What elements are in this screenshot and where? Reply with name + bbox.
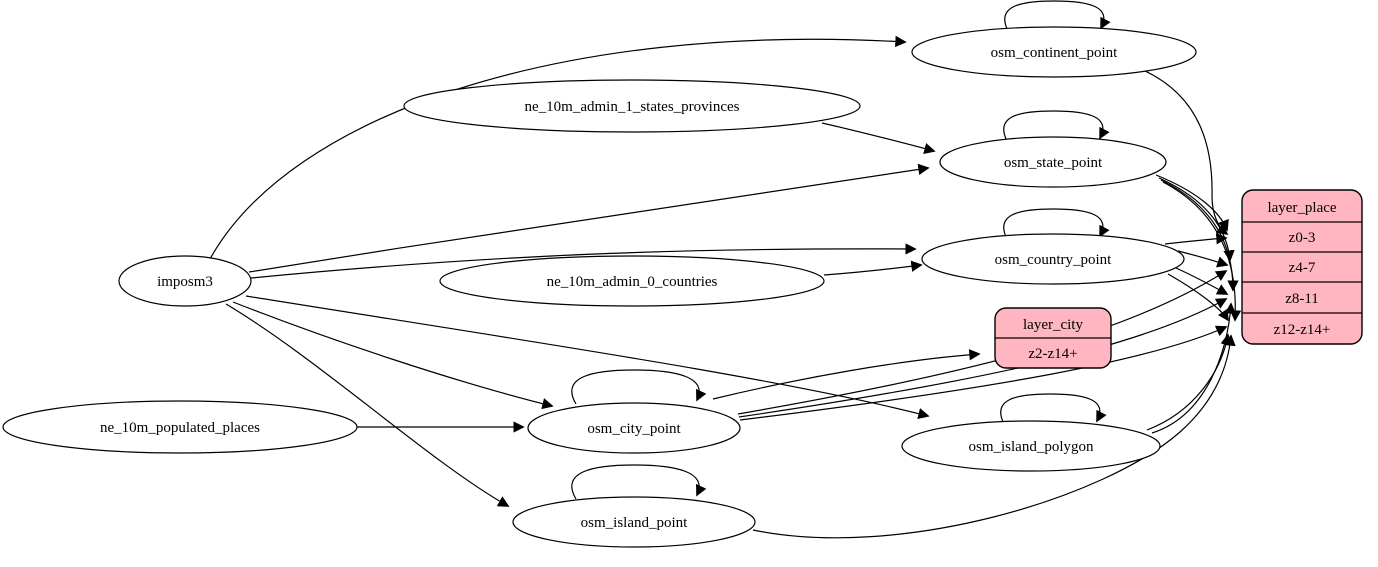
node-ne_10m_admin_0_countries-shape bbox=[439, 255, 825, 307]
edge-imposm3-osm_country_point bbox=[250, 243, 917, 279]
node-ne_10m_populated_places-label: ne_10m_populated_places bbox=[100, 420, 260, 436]
node-osm_state_point-label: osm_state_point bbox=[1004, 155, 1103, 171]
edge-osm_country_point-layer_place-z4-7 bbox=[1177, 250, 1229, 268]
edge-osm_city_point-layer_place-z4-7 bbox=[737, 270, 1228, 415]
node-imposm3: imposm3 bbox=[118, 255, 252, 307]
node-imposm3-label: imposm3 bbox=[157, 274, 213, 290]
node-ne_10m_populated_places: ne_10m_populated_places bbox=[2, 400, 358, 454]
node-layer_city: layer_city z2-z14+ bbox=[994, 307, 1112, 369]
edge-ne_10m_admin_1_states_provinces-osm_state_point bbox=[821, 122, 936, 155]
edge-osm_island_point-layer_place-z12-z14 bbox=[752, 334, 1236, 539]
edge-imposm3-osm_city_point bbox=[232, 301, 554, 410]
layer_city-row-z2-z14: z2-z14+ bbox=[1028, 346, 1077, 362]
node-osm_state_point: osm_state_point bbox=[939, 136, 1167, 188]
node-layer_place-label: layer_place bbox=[1267, 200, 1336, 216]
selfloop-osm_island_point bbox=[571, 464, 707, 500]
node-osm_city_point-shape bbox=[527, 402, 741, 454]
node-osm_country_point: osm_country_point bbox=[921, 233, 1185, 285]
node-ne_10m_admin_1_states_provinces-shape bbox=[403, 79, 861, 133]
selfloop-osm_continent_point bbox=[1004, 0, 1111, 32]
node-osm_continent_point-label: osm_continent_point bbox=[991, 45, 1118, 61]
edge-imposm3-osm_continent_point bbox=[209, 35, 907, 260]
node-ne_10m_admin_0_countries-label: ne_10m_admin_0_countries bbox=[547, 274, 718, 290]
node-ne_10m_admin_1_states_provinces: ne_10m_admin_1_states_provinces bbox=[403, 79, 861, 133]
node-osm_country_point-label: osm_country_point bbox=[995, 252, 1112, 268]
edge-imposm3-osm_island_point bbox=[225, 303, 510, 507]
edge-osm_state_point-layer_place-z4-7 bbox=[1158, 177, 1235, 262]
edge-ne_10m_admin_0_countries-osm_country_point bbox=[823, 260, 923, 276]
edge-osm_island_polygon-layer_place-z12-z14 bbox=[1146, 333, 1232, 431]
edge-osm_island_polygon-layer_place-z8-11 bbox=[1151, 302, 1237, 434]
node-osm_island_point-label: osm_island_point bbox=[581, 515, 689, 531]
node-osm_island_polygon-shape bbox=[901, 420, 1161, 472]
selfloop-osm_state_point bbox=[1003, 110, 1110, 142]
edge-osm_country_point-layer_place-z12-z14 bbox=[1167, 273, 1229, 322]
edge-imposm3-osm_island_polygon bbox=[245, 295, 930, 420]
node-osm_island_point-shape bbox=[512, 496, 756, 548]
node-osm_country_point-shape bbox=[921, 233, 1185, 285]
node-layer_place-box bbox=[1241, 189, 1363, 345]
edge-osm_city_point-layer_place-z12-z14 bbox=[739, 325, 1228, 421]
edge-osm_country_point-layer_place-z8-11 bbox=[1175, 267, 1229, 295]
selfloop-osm_city_point bbox=[571, 369, 707, 405]
layer_place-row-z4-7: z4-7 bbox=[1289, 260, 1316, 276]
edge-osm_city_point-layer_place-z8-11 bbox=[738, 298, 1228, 418]
node-osm_continent_point-shape bbox=[911, 26, 1197, 78]
edge-osm_country_point-layer_place-z0-3 bbox=[1164, 233, 1228, 245]
node-ne_10m_admin_1_states_provinces-label: ne_10m_admin_1_states_provinces bbox=[525, 99, 740, 115]
layer_place-row-z12-z14: z12-z14+ bbox=[1274, 322, 1331, 338]
node-layer_city-label: layer_city bbox=[1023, 317, 1083, 333]
layer_place-row-z8-11: z8-11 bbox=[1285, 291, 1319, 307]
selfloop-osm_country_point bbox=[1003, 208, 1110, 240]
node-osm_state_point-shape bbox=[939, 136, 1167, 188]
node-osm_island_point: osm_island_point bbox=[512, 496, 756, 548]
node-osm_island_polygon-label: osm_island_polygon bbox=[968, 439, 1094, 455]
node-ne_10m_populated_places-shape bbox=[2, 400, 358, 454]
edge-osm_city_point-layer_city-z2-z14 bbox=[712, 349, 981, 400]
node-osm_city_point-label: osm_city_point bbox=[587, 421, 681, 437]
edge-osm_state_point-layer_place-z0-3 bbox=[1155, 174, 1229, 232]
node-osm_continent_point: osm_continent_point bbox=[911, 26, 1197, 78]
node-imposm3-shape bbox=[118, 255, 252, 307]
node-osm_island_polygon: osm_island_polygon bbox=[901, 420, 1161, 472]
selfloop-osm_island_polygon bbox=[1000, 393, 1107, 425]
layer_place-row-z0-3: z0-3 bbox=[1289, 230, 1316, 246]
edges bbox=[209, 0, 1242, 539]
node-osm_city_point: osm_city_point bbox=[527, 402, 741, 454]
node-layer_place: layer_place z0-3 z4-7 z8-11 z12-z14+ bbox=[1241, 189, 1363, 345]
node-ne_10m_admin_0_countries: ne_10m_admin_0_countries bbox=[439, 255, 825, 307]
